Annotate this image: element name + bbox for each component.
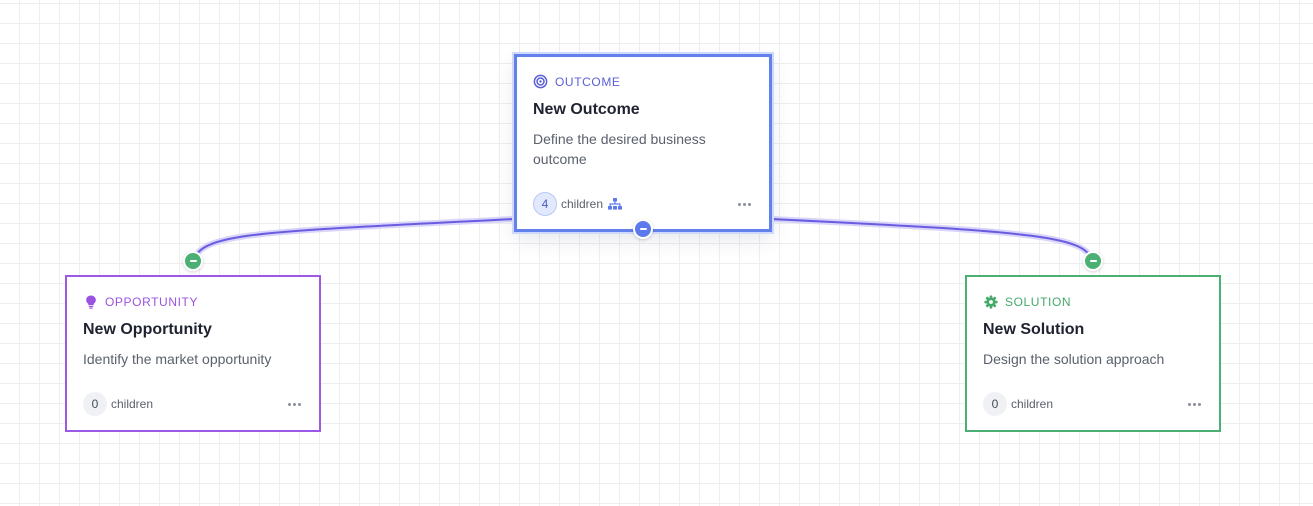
collapse-icon xyxy=(1089,260,1097,262)
more-icon[interactable] xyxy=(1186,399,1203,410)
node-footer: 4 children xyxy=(533,192,753,216)
children-label: children xyxy=(111,397,154,411)
children-count-badge: 0 xyxy=(83,392,107,416)
node-kind-label: OUTCOME xyxy=(555,74,621,89)
node-description[interactable]: Define the desired business outcome xyxy=(533,131,706,167)
collapse-icon xyxy=(639,228,647,230)
outcome-node[interactable]: OUTCOME New Outcome Define the desired b… xyxy=(514,54,772,232)
children-count-badge: 4 xyxy=(533,192,557,216)
hierarchy-icon[interactable] xyxy=(608,198,623,210)
solution-collapse-handle[interactable] xyxy=(1083,251,1103,271)
children-count-badge: 0 xyxy=(983,392,1007,416)
opportunity-collapse-handle[interactable] xyxy=(183,251,203,271)
node-description[interactable]: Identify the market opportunity xyxy=(83,351,272,367)
edge-outcome-opportunity-glow xyxy=(190,216,518,265)
children-label: children xyxy=(1011,397,1054,411)
node-footer: 0 children xyxy=(983,392,1203,416)
node-kind: OPPORTUNITY xyxy=(83,294,303,309)
node-description[interactable]: Design the solution approach xyxy=(983,351,1165,367)
node-kind: SOLUTION xyxy=(983,294,1203,309)
node-kind-label: OPPORTUNITY xyxy=(105,294,199,309)
node-title[interactable]: New Opportunity xyxy=(83,321,212,338)
lightbulb-icon xyxy=(83,294,98,309)
more-icon[interactable] xyxy=(736,199,753,210)
node-title[interactable]: New Outcome xyxy=(533,101,640,118)
node-kind-label: SOLUTION xyxy=(1005,294,1072,309)
outcome-collapse-handle[interactable] xyxy=(633,219,653,239)
edge-outcome-opportunity[interactable] xyxy=(192,218,516,263)
node-kind: OUTCOME xyxy=(533,74,753,89)
solution-node[interactable]: SOLUTION New Solution Design the solutio… xyxy=(965,275,1221,432)
node-title[interactable]: New Solution xyxy=(983,321,1085,338)
gear-icon xyxy=(983,294,998,309)
opportunity-node[interactable]: OPPORTUNITY New Opportunity Identify the… xyxy=(65,275,321,432)
more-icon[interactable] xyxy=(286,399,303,410)
edge-outcome-solution-glow xyxy=(768,216,1096,265)
target-icon xyxy=(533,74,548,89)
collapse-icon xyxy=(189,260,197,262)
node-footer: 0 children xyxy=(83,392,303,416)
children-label: children xyxy=(561,197,604,211)
